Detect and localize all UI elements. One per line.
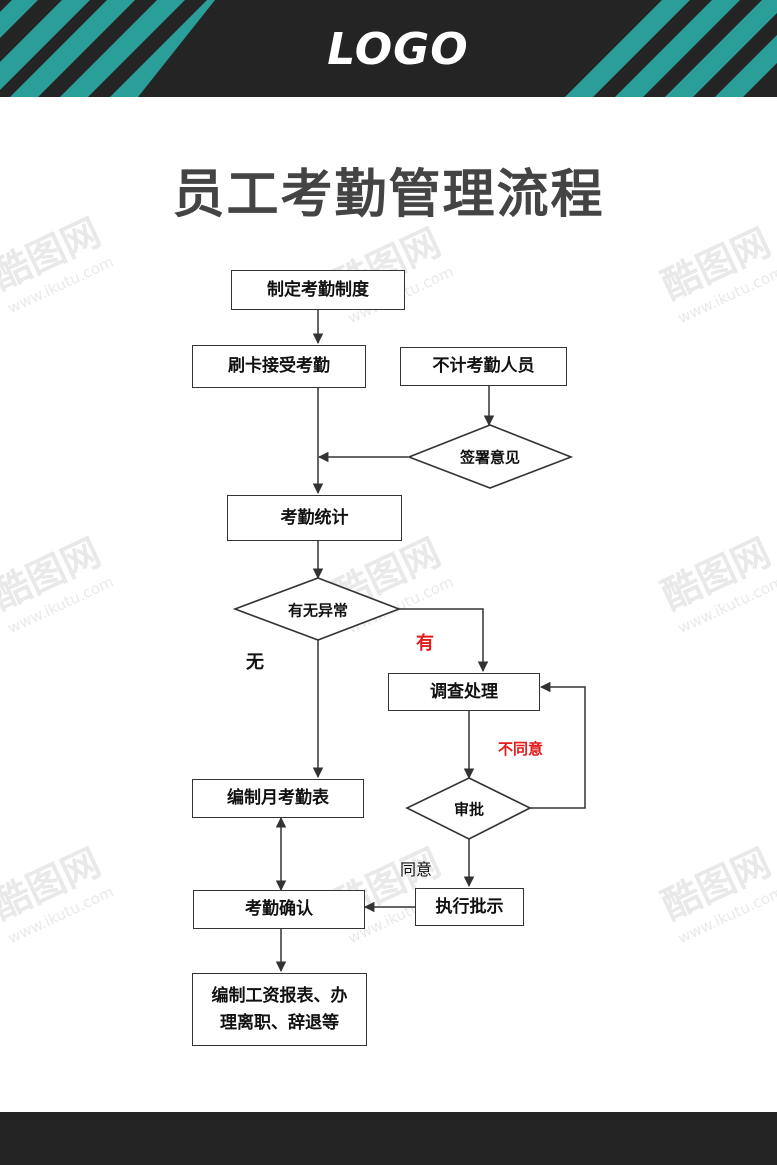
step-statistics: 考勤统计	[227, 495, 402, 541]
arrow-check-to-investigate	[399, 608, 489, 673]
step-payroll-line1: 编制工资报表、办	[211, 986, 348, 1007]
step-payroll-line2: 理离职、辞退等	[220, 1012, 339, 1033]
diamond-approval	[405, 777, 532, 840]
decision-approval-label: 审批	[453, 800, 485, 819]
branch-label-no: 无	[246, 652, 264, 673]
header-bar	[0, 0, 777, 97]
arrow-approval-disagree-loop	[530, 681, 586, 809]
diamond-anomaly-check	[232, 577, 402, 641]
diamond-sign-opinion	[406, 424, 574, 489]
step-exempt-staff: 不计考勤人员	[400, 347, 567, 386]
branch-label-yes: 有	[416, 633, 434, 654]
footer-bar	[0, 1112, 777, 1165]
branch-label-agree: 同意	[400, 860, 433, 879]
branch-label-disagree: 不同意	[498, 740, 544, 758]
page-title: 员工考勤管理流程	[172, 165, 605, 225]
step-execute: 执行批示	[415, 888, 524, 926]
step-card-swipe: 刷卡接受考勤	[192, 345, 366, 388]
decision-anomaly-label: 有无异常	[287, 601, 349, 620]
step-investigate: 调查处理	[388, 673, 540, 711]
step-confirm: 考勤确认	[193, 890, 365, 929]
step-payroll: 编制工资报表、办 理离职、辞退等	[192, 973, 367, 1046]
step-monthly-sheet: 编制月考勤表	[192, 779, 364, 818]
logo: LOGO	[327, 24, 469, 75]
decision-sign-opinion-label: 签署意见	[459, 448, 521, 467]
right-stripes	[565, 0, 777, 97]
step-establish-policy: 制定考勤制度	[231, 270, 405, 310]
left-stripes	[0, 0, 215, 97]
